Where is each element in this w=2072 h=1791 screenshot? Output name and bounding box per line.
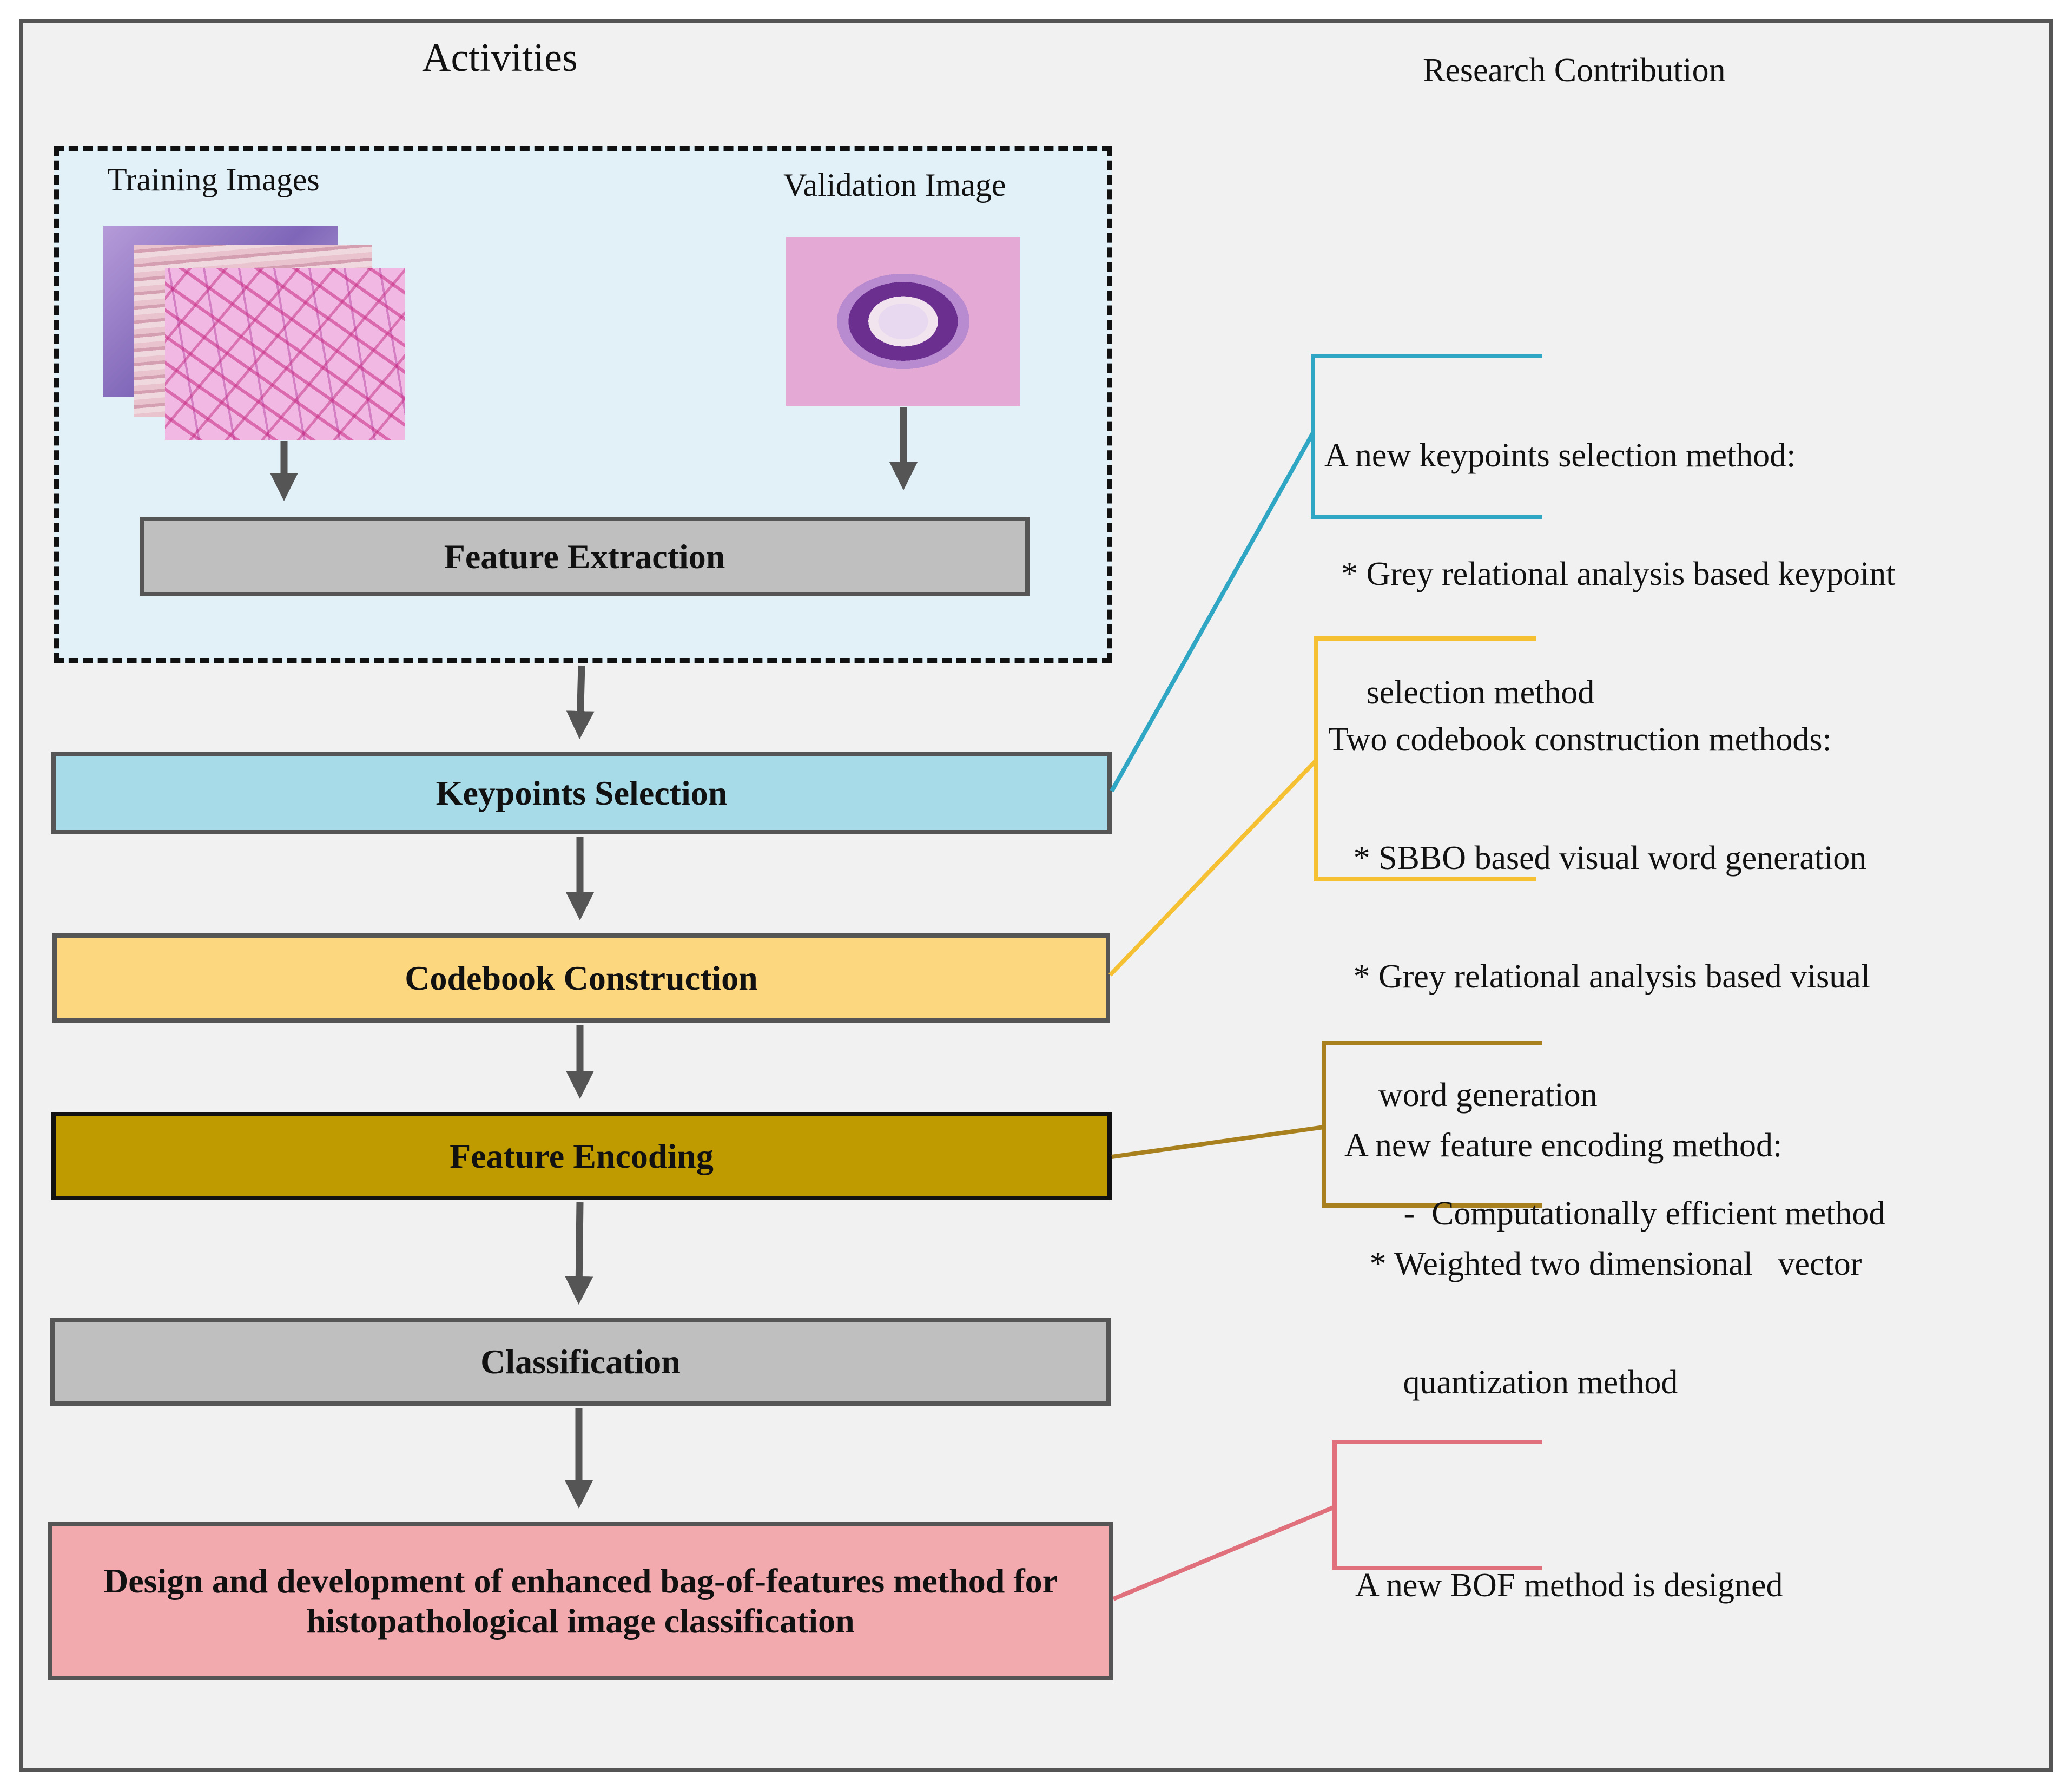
keypoints-contribution-text: A new keypoints selection method: * Grey… bbox=[1324, 357, 1895, 752]
bof-contribution-bracket bbox=[1332, 1440, 1542, 1570]
contribution-line: * Grey relational analysis based keypoin… bbox=[1324, 556, 1896, 592]
keypoints-selection-label: Keypoints Selection bbox=[435, 774, 728, 813]
contribution-line: * SBBO based visual word generation bbox=[1328, 840, 1867, 877]
contribution-line: A new feature encoding method: bbox=[1344, 1127, 1783, 1164]
contribution-line: word generation bbox=[1328, 1077, 1598, 1114]
training-image-3 bbox=[165, 268, 405, 440]
codebook-contribution-bracket bbox=[1314, 636, 1536, 881]
final-outcome-box: Design and development of enhanced bag-o… bbox=[48, 1522, 1113, 1680]
feature-encoding-box: Feature Encoding bbox=[51, 1112, 1112, 1200]
codebook-construction-label: Codebook Construction bbox=[405, 958, 758, 997]
contribution-line: A new keypoints selection method: bbox=[1324, 437, 1796, 474]
classification-box: Classification bbox=[50, 1318, 1111, 1406]
codebook-contribution-connector bbox=[1108, 759, 1318, 977]
codebook-contribution-text: Two codebook construction methods: * SBB… bbox=[1328, 641, 1885, 1273]
feature-extraction-box: Feature Extraction bbox=[140, 517, 1030, 596]
encoding-contribution-text: A new feature encoding method: * Weighte… bbox=[1344, 1047, 1862, 1442]
contribution-line: Two codebook construction methods: bbox=[1328, 721, 1832, 758]
bof-contribution-text: A new BOF method is designed bbox=[1355, 1487, 1783, 1645]
final-outcome-line-2: histopathological image classification bbox=[306, 1602, 855, 1640]
validation-image bbox=[786, 237, 1020, 406]
keypoints-selection-box: Keypoints Selection bbox=[51, 752, 1112, 834]
feature-extraction-label: Feature Extraction bbox=[444, 537, 725, 576]
encoding-contribution-connector bbox=[1111, 1125, 1324, 1159]
final-outcome-line-1: Design and development of enhanced bag-o… bbox=[103, 1562, 1058, 1601]
feature-encoding-label: Feature Encoding bbox=[450, 1136, 714, 1175]
classification-label: Classification bbox=[480, 1342, 681, 1381]
contribution-line: quantization method bbox=[1344, 1364, 1678, 1401]
activities-heading: Activities bbox=[422, 36, 578, 80]
keypoints-contribution-connector bbox=[1110, 432, 1315, 792]
research-contribution-heading: Research Contribution bbox=[1423, 52, 1726, 89]
contribution-line: * Grey relational analysis based visual bbox=[1328, 958, 1871, 995]
validation-image-label: Validation Image bbox=[783, 167, 1006, 203]
training-images-label: Training Images bbox=[107, 162, 320, 197]
contribution-line: * Weighted two dimensional vector bbox=[1344, 1246, 1862, 1282]
bof-contribution-connector bbox=[1112, 1505, 1336, 1601]
contribution-line: A new BOF method is designed bbox=[1355, 1567, 1783, 1604]
codebook-construction-box: Codebook Construction bbox=[52, 933, 1110, 1023]
encoding-contribution-bracket bbox=[1322, 1041, 1542, 1208]
arrow-encoding-to-classification bbox=[565, 1202, 593, 1305]
contribution-line: - Computationally efficient method bbox=[1328, 1195, 1886, 1232]
arrow-extraction-to-keypoints bbox=[566, 665, 595, 739]
contribution-line: selection method bbox=[1324, 674, 1595, 711]
